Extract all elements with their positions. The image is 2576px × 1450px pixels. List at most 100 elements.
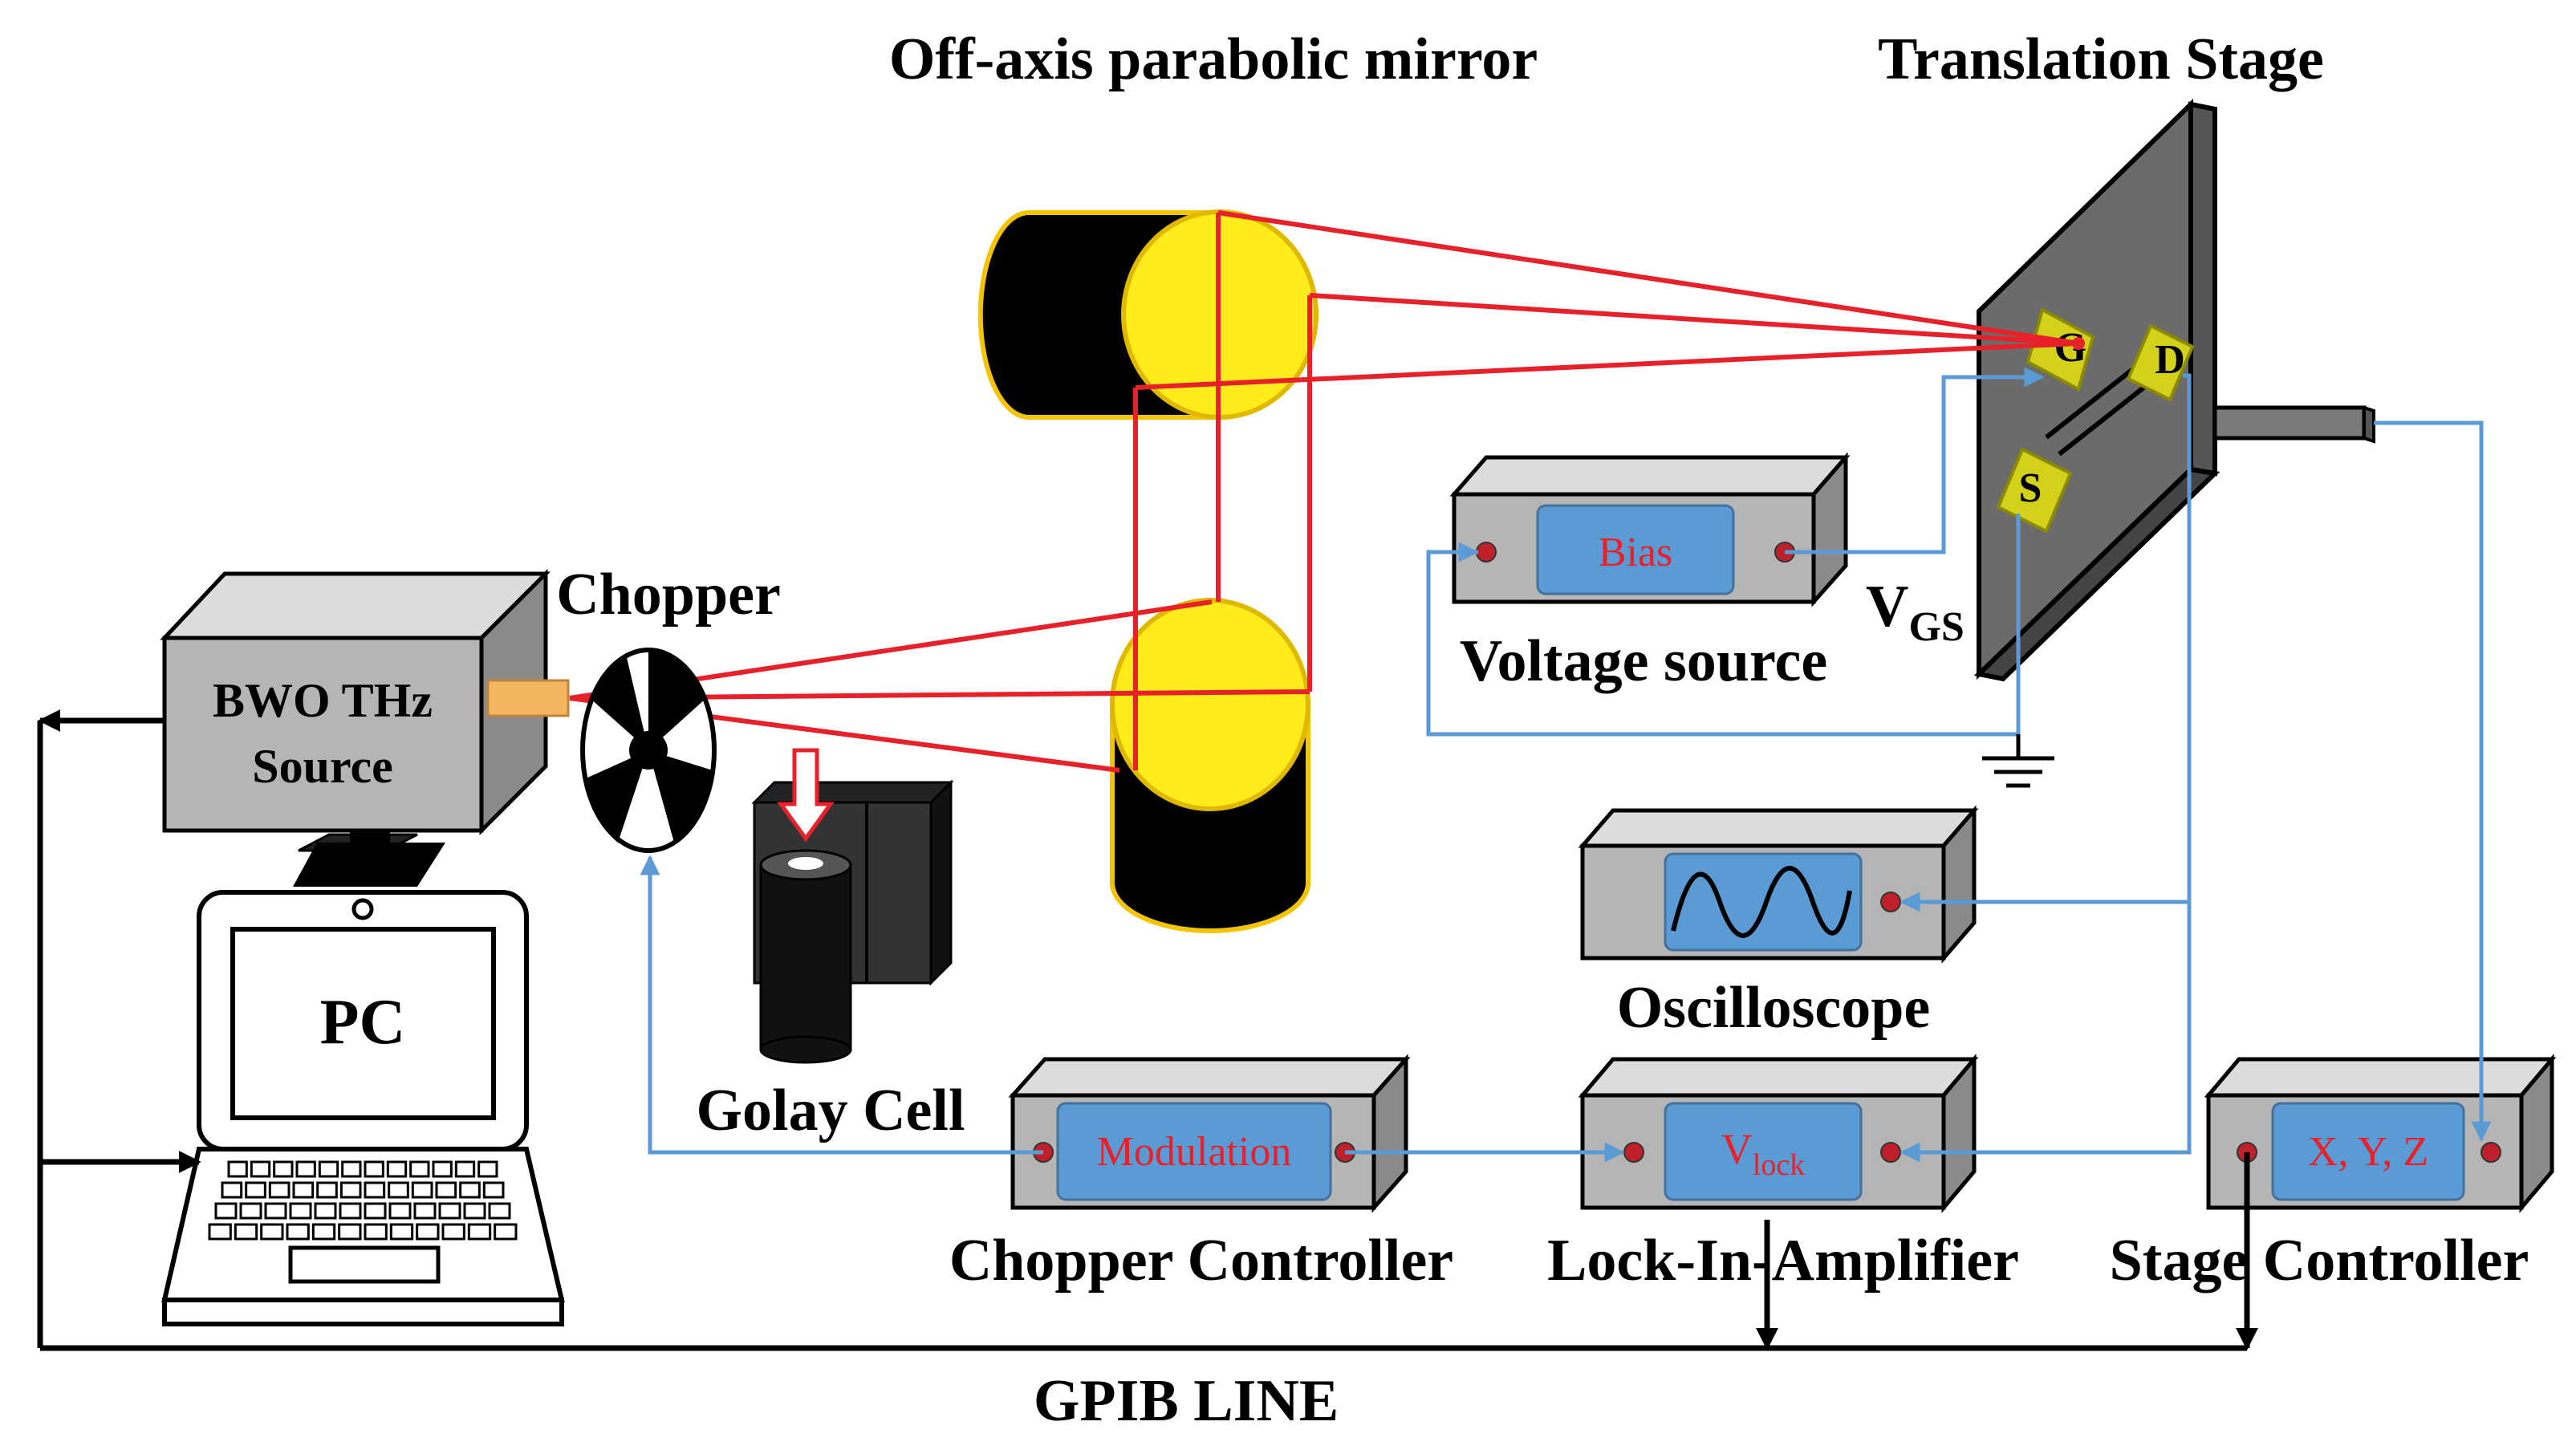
keyboard-key bbox=[227, 1160, 248, 1178]
keyboard-key bbox=[364, 1223, 388, 1241]
keyboard-key bbox=[250, 1160, 271, 1178]
vgs-label: VGS bbox=[1866, 574, 1965, 650]
keyboard-key bbox=[435, 1181, 457, 1199]
keyboard-key bbox=[364, 1160, 384, 1178]
keyboard-key bbox=[245, 1181, 266, 1199]
keyboard-key bbox=[459, 1181, 481, 1199]
keyboard-key bbox=[477, 1160, 498, 1178]
lockin-title: Lock-In-Amplifier bbox=[1547, 1228, 2019, 1294]
gpib-bus bbox=[37, 709, 2258, 1351]
keyboard-key bbox=[409, 1160, 430, 1178]
keyboard-key bbox=[234, 1223, 258, 1241]
golay-input-arrow bbox=[777, 748, 835, 843]
keyboard-key bbox=[214, 1202, 238, 1220]
keyboard-key bbox=[432, 1160, 453, 1178]
translation-stage: G D S bbox=[1973, 98, 2375, 682]
keyboard-key bbox=[494, 1223, 518, 1241]
keyboard-key bbox=[441, 1223, 465, 1241]
keyboard-key bbox=[292, 1181, 315, 1199]
signal-wires bbox=[640, 367, 2492, 1163]
keyboard-key bbox=[208, 1223, 232, 1241]
vlock-panel bbox=[1664, 1102, 1863, 1201]
stage-controller-box: X, Y, Z bbox=[2204, 1054, 2557, 1213]
keyboard-key bbox=[273, 1160, 294, 1178]
stage-controller-to-stage-wire bbox=[2374, 420, 2492, 1142]
keyboard-key bbox=[260, 1223, 284, 1241]
keyboard-key bbox=[482, 1181, 505, 1199]
gpib-title: GPIB LINE bbox=[1034, 1368, 1339, 1434]
keyboard-key bbox=[289, 1202, 312, 1220]
voltage-source-box: Bias bbox=[1449, 452, 1851, 607]
bias-to-gate-wire bbox=[1785, 367, 2045, 554]
keyboard-key bbox=[364, 1181, 386, 1199]
drain-label: D bbox=[2155, 337, 2185, 383]
beam-focus-point bbox=[2072, 337, 2085, 350]
source-terminal bbox=[1996, 447, 2073, 534]
lower-parabolic-mirror bbox=[1110, 598, 1310, 933]
keyboard-key bbox=[388, 1202, 412, 1220]
keyboard-key bbox=[295, 1160, 316, 1178]
keyboard-key bbox=[339, 1181, 362, 1199]
xyz-panel bbox=[2271, 1102, 2465, 1201]
keyboard-key bbox=[311, 1223, 336, 1241]
keyboard-key bbox=[416, 1223, 440, 1241]
keyboard-key bbox=[488, 1202, 511, 1220]
keyboard-key bbox=[389, 1223, 414, 1241]
stage-title: Translation Stage bbox=[1878, 26, 2324, 92]
keyboard-key bbox=[438, 1202, 461, 1220]
pc-label: PC bbox=[320, 987, 406, 1058]
source-label-line2: Source bbox=[252, 740, 393, 793]
keyboard-key bbox=[364, 1202, 387, 1220]
chopper-controller-box: Modulation bbox=[1008, 1054, 1411, 1213]
thz-beam bbox=[569, 210, 2079, 773]
keyboard-key bbox=[411, 1181, 433, 1199]
drain-to-lockin-wire bbox=[1899, 373, 2192, 1163]
keyboard-key bbox=[239, 1202, 262, 1220]
pc-computer: PC bbox=[161, 831, 565, 1326]
pc-touchpad bbox=[288, 1245, 441, 1284]
voltage-source-title: Voltage source bbox=[1460, 628, 1827, 694]
lockin-amplifier-box: Vlock bbox=[1578, 1054, 1979, 1213]
source-label: S bbox=[2019, 465, 2042, 511]
keyboard-key bbox=[318, 1160, 339, 1178]
keyboard-key bbox=[264, 1202, 287, 1220]
keyboard-key bbox=[388, 1181, 409, 1199]
waveform-icon bbox=[1671, 866, 1852, 938]
source-horn bbox=[486, 679, 570, 717]
keyboard-key bbox=[454, 1160, 476, 1178]
keyboard-key bbox=[314, 1202, 337, 1220]
keyboard-key bbox=[463, 1202, 486, 1220]
chopper-title: Chopper bbox=[556, 562, 781, 628]
modulation-to-chopper-wire bbox=[640, 855, 1043, 1155]
keyboard-key bbox=[341, 1160, 362, 1178]
keyboard-key bbox=[221, 1181, 243, 1199]
stage-controller-title: Stage Controller bbox=[2110, 1228, 2529, 1294]
keyboard-key bbox=[316, 1181, 338, 1199]
keyboard-key bbox=[339, 1202, 362, 1220]
mirror-title: Off-axis parabolic mirror bbox=[889, 26, 1538, 92]
bias-text: Bias bbox=[1599, 530, 1672, 575]
golay-title: Golay Cell bbox=[696, 1078, 965, 1143]
source-label-line1: BWO THz bbox=[213, 674, 433, 727]
golay-cell bbox=[751, 748, 954, 1064]
oscilloscope-title: Oscilloscope bbox=[1617, 975, 1931, 1041]
oscilloscope-screen bbox=[1664, 852, 1863, 952]
chopper-wheel bbox=[580, 648, 717, 853]
bias-panel bbox=[1536, 504, 1735, 595]
pc-keys bbox=[208, 1160, 518, 1241]
oscilloscope-box bbox=[1578, 805, 1979, 964]
chopper-controller-title: Chopper Controller bbox=[949, 1228, 1453, 1294]
modulation-text: Modulation bbox=[1097, 1129, 1292, 1175]
bwo-thz-source: BWO THz Source bbox=[160, 568, 570, 836]
keyboard-key bbox=[268, 1181, 291, 1199]
xyz-text: X, Y, Z bbox=[2308, 1129, 2428, 1175]
device-channel bbox=[2045, 360, 2143, 440]
modulation-panel bbox=[1056, 1102, 1332, 1201]
drain-terminal bbox=[2126, 323, 2195, 402]
ground-icon bbox=[1982, 734, 2054, 788]
keyboard-key bbox=[467, 1223, 492, 1241]
keyboard-key bbox=[338, 1223, 362, 1241]
keyboard-key bbox=[286, 1223, 310, 1241]
keyboard-key bbox=[386, 1160, 408, 1178]
